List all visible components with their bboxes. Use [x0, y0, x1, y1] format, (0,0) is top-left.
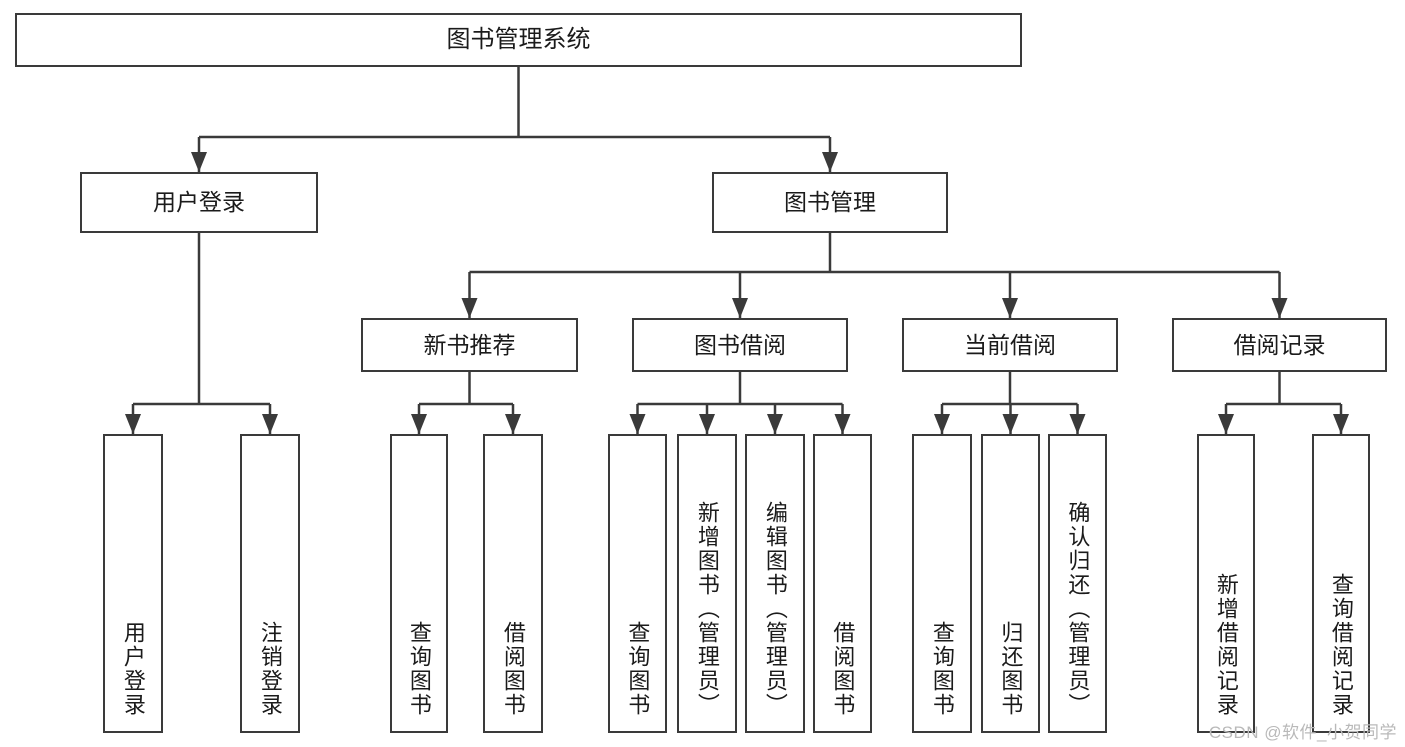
node-l-borrow2[interactable]: 借阅图书: [813, 434, 872, 733]
node-label-l-edit: 编辑图书（管理员）: [762, 501, 788, 717]
arrow-icon-l-borrow1: [505, 414, 521, 434]
arrow-icon-bookmgmt: [822, 152, 838, 172]
node-label-l-query2: 查询图书: [625, 621, 651, 717]
node-label-l-addrec: 新增借阅记录: [1213, 573, 1239, 717]
node-l-confirm[interactable]: 确认归还（管理员）: [1048, 434, 1107, 733]
node-l-add[interactable]: 新增图书（管理员）: [677, 434, 737, 733]
arrow-icon-login: [191, 152, 207, 172]
node-label-login: 用户登录: [153, 189, 245, 216]
node-label-l-logout: 注销登录: [257, 621, 283, 717]
node-current[interactable]: 当前借阅: [902, 318, 1118, 372]
node-label-l-query3: 查询图书: [929, 621, 955, 717]
node-l-query3[interactable]: 查询图书: [912, 434, 972, 733]
arrow-icon-l-confirm: [1069, 414, 1086, 434]
node-l-borrow1[interactable]: 借阅图书: [483, 434, 543, 733]
node-label-records: 借阅记录: [1233, 331, 1326, 358]
arrow-icon-records: [1271, 298, 1288, 318]
node-borrow[interactable]: 图书借阅: [632, 318, 848, 372]
node-l-logout[interactable]: 注销登录: [240, 434, 300, 733]
watermark-text: CSDN @软件_小贺同学: [1208, 723, 1397, 742]
node-label-l-add: 新增图书（管理员）: [694, 501, 720, 717]
node-label-root: 图书管理系统: [446, 26, 591, 54]
arrow-icon-l-login: [125, 414, 141, 434]
arrow-icon-l-query1: [411, 414, 427, 434]
node-records[interactable]: 借阅记录: [1172, 318, 1387, 372]
node-label-l-borrow1: 借阅图书: [500, 621, 526, 717]
node-label-l-login: 用户登录: [120, 621, 146, 717]
node-label-borrow: 图书借阅: [694, 331, 786, 358]
node-label-l-borrow2: 借阅图书: [830, 621, 856, 717]
arrow-icon-l-logout: [262, 414, 278, 434]
node-label-l-confirm: 确认归还（管理员）: [1065, 501, 1091, 717]
arrow-icon-l-borrow2: [834, 414, 851, 434]
node-l-query1[interactable]: 查询图书: [390, 434, 448, 733]
arrow-icon-l-edit: [767, 414, 783, 434]
node-l-queryrec[interactable]: 查询借阅记录: [1312, 434, 1370, 733]
node-l-edit[interactable]: 编辑图书（管理员）: [745, 434, 805, 733]
arrow-icon-l-query2: [629, 414, 646, 434]
node-newbook[interactable]: 新书推荐: [361, 318, 578, 372]
node-bookmgmt[interactable]: 图书管理: [712, 172, 948, 233]
arrow-icon-l-add: [699, 414, 715, 434]
node-l-addrec[interactable]: 新增借阅记录: [1197, 434, 1255, 733]
node-l-query2[interactable]: 查询图书: [608, 434, 667, 733]
arrow-icon-l-query3: [934, 414, 950, 434]
node-label-bookmgmt: 图书管理: [784, 189, 876, 216]
node-login[interactable]: 用户登录: [80, 172, 318, 233]
node-root[interactable]: 图书管理系统: [15, 13, 1022, 67]
node-label-l-queryrec: 查询借阅记录: [1328, 573, 1354, 717]
node-l-login[interactable]: 用户登录: [103, 434, 163, 733]
node-label-current: 当前借阅: [964, 331, 1056, 358]
arrow-icon-l-addrec: [1218, 414, 1234, 434]
arrow-icon-current: [1002, 298, 1018, 318]
node-l-return[interactable]: 归还图书: [981, 434, 1040, 733]
arrow-icon-newbook: [461, 298, 478, 318]
arrow-icon-borrow: [732, 298, 748, 318]
node-label-l-query1: 查询图书: [406, 621, 432, 717]
node-label-newbook: 新书推荐: [423, 331, 516, 358]
arrow-icon-l-queryrec: [1333, 414, 1349, 434]
node-label-l-return: 归还图书: [998, 621, 1024, 717]
arrow-icon-l-return: [1002, 414, 1019, 434]
